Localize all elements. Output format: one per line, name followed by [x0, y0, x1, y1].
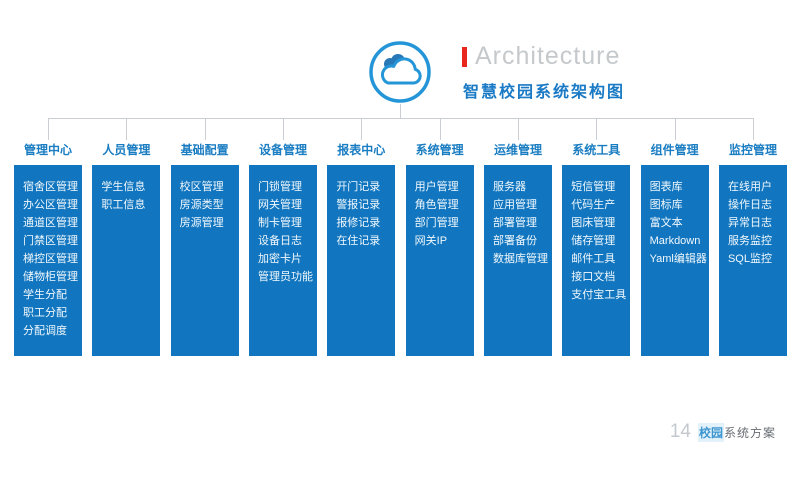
module-item: 房源管理	[179, 217, 224, 229]
module-item: 代码生产	[571, 199, 616, 211]
column-title: 管理中心	[23, 143, 72, 157]
module-item: Markdown	[649, 235, 701, 247]
module-item: 用户管理	[414, 181, 459, 193]
footer-brand: 校园	[697, 423, 724, 442]
module-item: 数据库管理	[492, 253, 548, 265]
module-item: 部署备份	[492, 235, 537, 247]
connector-cloud-stem	[400, 104, 401, 118]
module-item: 在线用户	[727, 181, 772, 193]
column-box: 服务器应用管理部署管理部署备份数据库管理	[483, 165, 552, 356]
column-box: 短信管理代码生产图床管理储存管理邮件工具接口文档支付宝工具	[562, 165, 631, 356]
footer: 14 校园 系统方案	[670, 421, 776, 443]
column-3: 基础配置校区管理房源类型房源管理	[170, 118, 239, 356]
title-zh: 智慧校园系统架构图	[463, 84, 626, 101]
module-item: SQL监控	[727, 253, 772, 265]
column-6: 系统管理用户管理角色管理部门管理网关IP	[405, 118, 474, 356]
module-item: 职工分配	[23, 307, 67, 319]
module-item: 图床管理	[571, 217, 616, 229]
column-title: 监控管理	[728, 143, 777, 157]
column-10: 监控管理在线用户操作日志异常日志服务监控 SQL监控	[718, 118, 787, 356]
module-item: 学生分配	[23, 289, 67, 301]
module-item: 门禁区管理	[23, 235, 78, 247]
module-item: 梯控区管理	[23, 253, 78, 265]
column-title: 基础配置	[180, 143, 229, 157]
module-item: 网关管理	[257, 199, 302, 211]
module-item: 接口文档	[571, 271, 616, 283]
accent-bar	[462, 46, 467, 67]
column-box: 开门记录警报记录报修记录在住记录	[327, 165, 396, 356]
column-2: 人员管理学生信息职工信息	[92, 118, 161, 356]
column-title: 人员管理	[102, 143, 151, 157]
column-title: 运维管理	[493, 143, 542, 157]
module-item: 储存管理	[571, 235, 616, 247]
footer-text: 系统方案	[723, 426, 776, 440]
cloud-icon	[367, 39, 433, 105]
column-box: 在线用户操作日志异常日志服务监控 SQL监控	[718, 165, 787, 356]
module-item: 办公区管理	[23, 199, 78, 211]
column-box: 宿舍区管理办公区管理通道区管理门禁区管理梯控区管理储物柜管理学生分配职工分配分配…	[14, 165, 82, 356]
column-title: 组件管理	[650, 143, 699, 157]
module-item: 异常日志	[727, 217, 772, 229]
module-item: 图表库	[649, 181, 683, 193]
module-item: 在住记录	[336, 235, 381, 247]
column-5: 报表中心开门记录警报记录报修记录在住记录	[327, 118, 396, 356]
module-item: 服务器	[492, 181, 526, 193]
module-item: 设备日志	[257, 235, 302, 247]
module-item: 警报记录	[336, 199, 381, 211]
module-item: 分配调度	[23, 325, 67, 337]
columns-container: 管理中心宿舍区管理办公区管理通道区管理门禁区管理梯控区管理储物柜管理学生分配职工…	[14, 118, 787, 356]
module-item: 图标库	[649, 199, 683, 211]
module-item: 职工信息	[101, 199, 146, 211]
module-item: 加密卡片	[257, 253, 302, 265]
column-title: 设备管理	[258, 143, 307, 157]
module-item: 制卡管理	[257, 217, 302, 229]
title-block: Architecture 智慧校园系统架构图	[462, 42, 625, 102]
module-item: 学生信息	[101, 181, 146, 193]
module-item: 宿舍区管理	[23, 181, 78, 193]
module-item: 服务监控	[727, 235, 772, 247]
column-1: 管理中心宿舍区管理办公区管理通道区管理门禁区管理梯控区管理储物柜管理学生分配职工…	[14, 118, 82, 356]
module-item: 通道区管理	[23, 217, 78, 229]
module-item: 短信管理	[571, 181, 616, 193]
module-item: 部署管理	[492, 217, 537, 229]
module-item: 部门管理	[414, 217, 459, 229]
module-item: Yaml编辑器	[649, 253, 707, 265]
module-item: 邮件工具	[571, 253, 616, 265]
column-4: 设备管理门锁管理网关管理制卡管理设备日志加密卡片管理员功能	[248, 118, 317, 356]
page-number: 14	[669, 421, 691, 442]
module-item: 应用管理	[492, 199, 537, 211]
module-item: 网关IP	[414, 235, 448, 247]
column-box: 学生信息职工信息	[92, 165, 161, 356]
column-box: 用户管理角色管理部门管理网关IP	[405, 165, 474, 356]
module-item: 角色管理	[414, 199, 459, 211]
module-item: 操作日志	[727, 199, 772, 211]
column-title: 系统管理	[415, 143, 464, 157]
module-item: 门锁管理	[257, 181, 302, 193]
big-cloud-shape	[380, 57, 422, 85]
title-en: Architecture	[475, 42, 621, 70]
column-8: 系统工具短信管理代码生产图床管理储存管理邮件工具接口文档支付宝工具	[562, 118, 631, 356]
column-7: 运维管理服务器应用管理部署管理部署备份数据库管理	[483, 118, 552, 356]
column-title: 系统工具	[572, 143, 621, 157]
module-item: 支付宝工具	[571, 289, 627, 301]
module-item: 管理员功能	[257, 271, 313, 283]
column-box: 校区管理房源类型房源管理	[170, 165, 239, 356]
connector-horizontal-line	[48, 118, 754, 119]
module-item: 储物柜管理	[23, 271, 78, 283]
module-item: 报修记录	[336, 217, 381, 229]
module-item: 校区管理	[179, 181, 224, 193]
column-title: 报表中心	[337, 143, 386, 157]
module-item: 富文本	[649, 217, 683, 229]
module-item: 房源类型	[179, 199, 224, 211]
module-item: 开门记录	[336, 181, 381, 193]
column-box: 门锁管理网关管理制卡管理设备日志加密卡片管理员功能	[248, 165, 317, 356]
